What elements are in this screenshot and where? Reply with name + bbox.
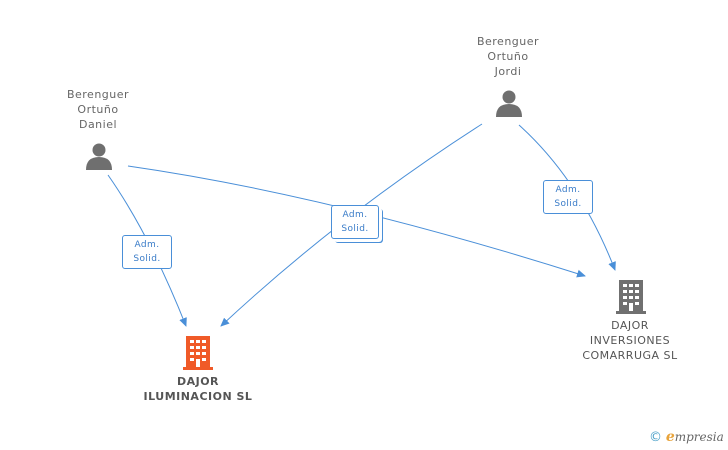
brand-logo: © empresia <box>649 429 724 445</box>
person-icon[interactable] <box>495 89 523 117</box>
relation-label-daniel-iluminacion[interactable]: Adm. Solid. <box>122 235 172 269</box>
building-icon[interactable] <box>183 334 213 370</box>
person-icon[interactable] <box>85 142 113 170</box>
building-icon[interactable] <box>616 278 646 314</box>
copyright-symbol: © <box>649 430 662 445</box>
brand-initial: e <box>665 429 675 445</box>
company-name-inversiones[interactable]: DAJOR INVERSIONES COMARRUGA SL <box>582 319 678 362</box>
brand-name: mpresia <box>674 430 724 444</box>
company-name-iluminacion[interactable]: DAJOR ILUMINACION SL <box>143 375 253 403</box>
person-name-jordi[interactable]: Berenguer Ortuño Jordi <box>476 35 540 78</box>
person-name-daniel[interactable]: Berenguer Ortuño Daniel <box>66 88 130 131</box>
relation-label-shared[interactable]: Adm. Solid. <box>331 205 379 239</box>
relation-label-jordi-inversiones[interactable]: Adm. Solid. <box>543 180 593 214</box>
